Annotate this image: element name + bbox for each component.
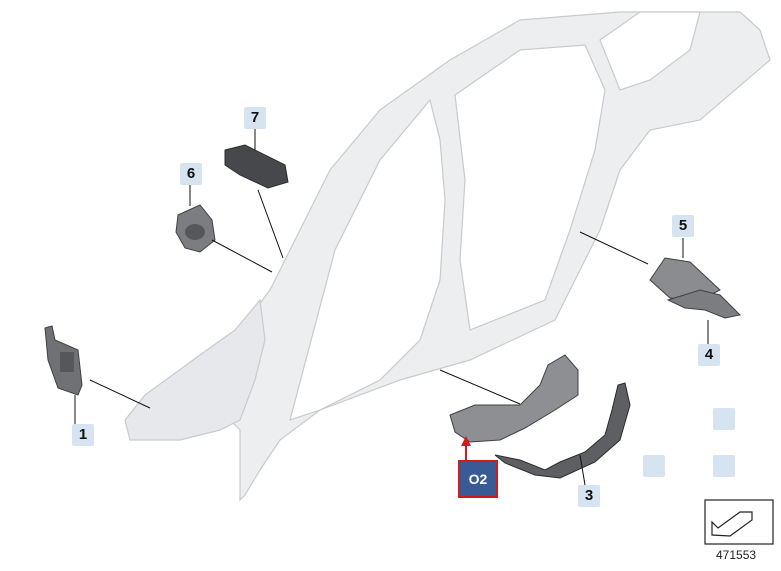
callout-5-label: 5 (678, 217, 688, 234)
part-5 (649, 257, 721, 301)
part-4 (666, 289, 742, 319)
leader-o2 (439, 369, 521, 405)
callout-3-label: 3 (584, 487, 594, 504)
body-side-frame (124, 11, 771, 502)
leader-3 (579, 454, 586, 486)
leader-6b (211, 239, 273, 273)
callout-1-label: 1 (78, 426, 88, 443)
callout-5: 5 (672, 215, 694, 237)
leader-7b (257, 189, 284, 259)
blank-callout-a (713, 408, 735, 430)
part-1 (44, 325, 83, 396)
highlight-label: O2 (468, 471, 488, 487)
blank-callout-c (713, 455, 735, 477)
callout-4: 4 (698, 344, 720, 366)
part-o2 (449, 354, 579, 443)
callout-1: 1 (72, 424, 94, 446)
highlight-arrow-head (461, 436, 471, 446)
arrow-icon (704, 499, 774, 545)
blank-callout-b (643, 455, 665, 477)
callout-7-label: 7 (250, 109, 260, 126)
part-3 (494, 382, 631, 479)
callout-6-label: 6 (186, 165, 196, 182)
callout-4-label: 4 (704, 346, 714, 363)
callout-7: 7 (244, 107, 266, 129)
part-6 (175, 204, 216, 253)
leader-5a (579, 231, 649, 265)
leader-1a (89, 379, 151, 409)
callout-3: 3 (578, 485, 600, 507)
highlight-callout-o2[interactable]: O2 (458, 460, 498, 498)
callout-6: 6 (180, 163, 202, 185)
part-7 (224, 144, 289, 189)
reference-number: 471553 (716, 548, 757, 562)
